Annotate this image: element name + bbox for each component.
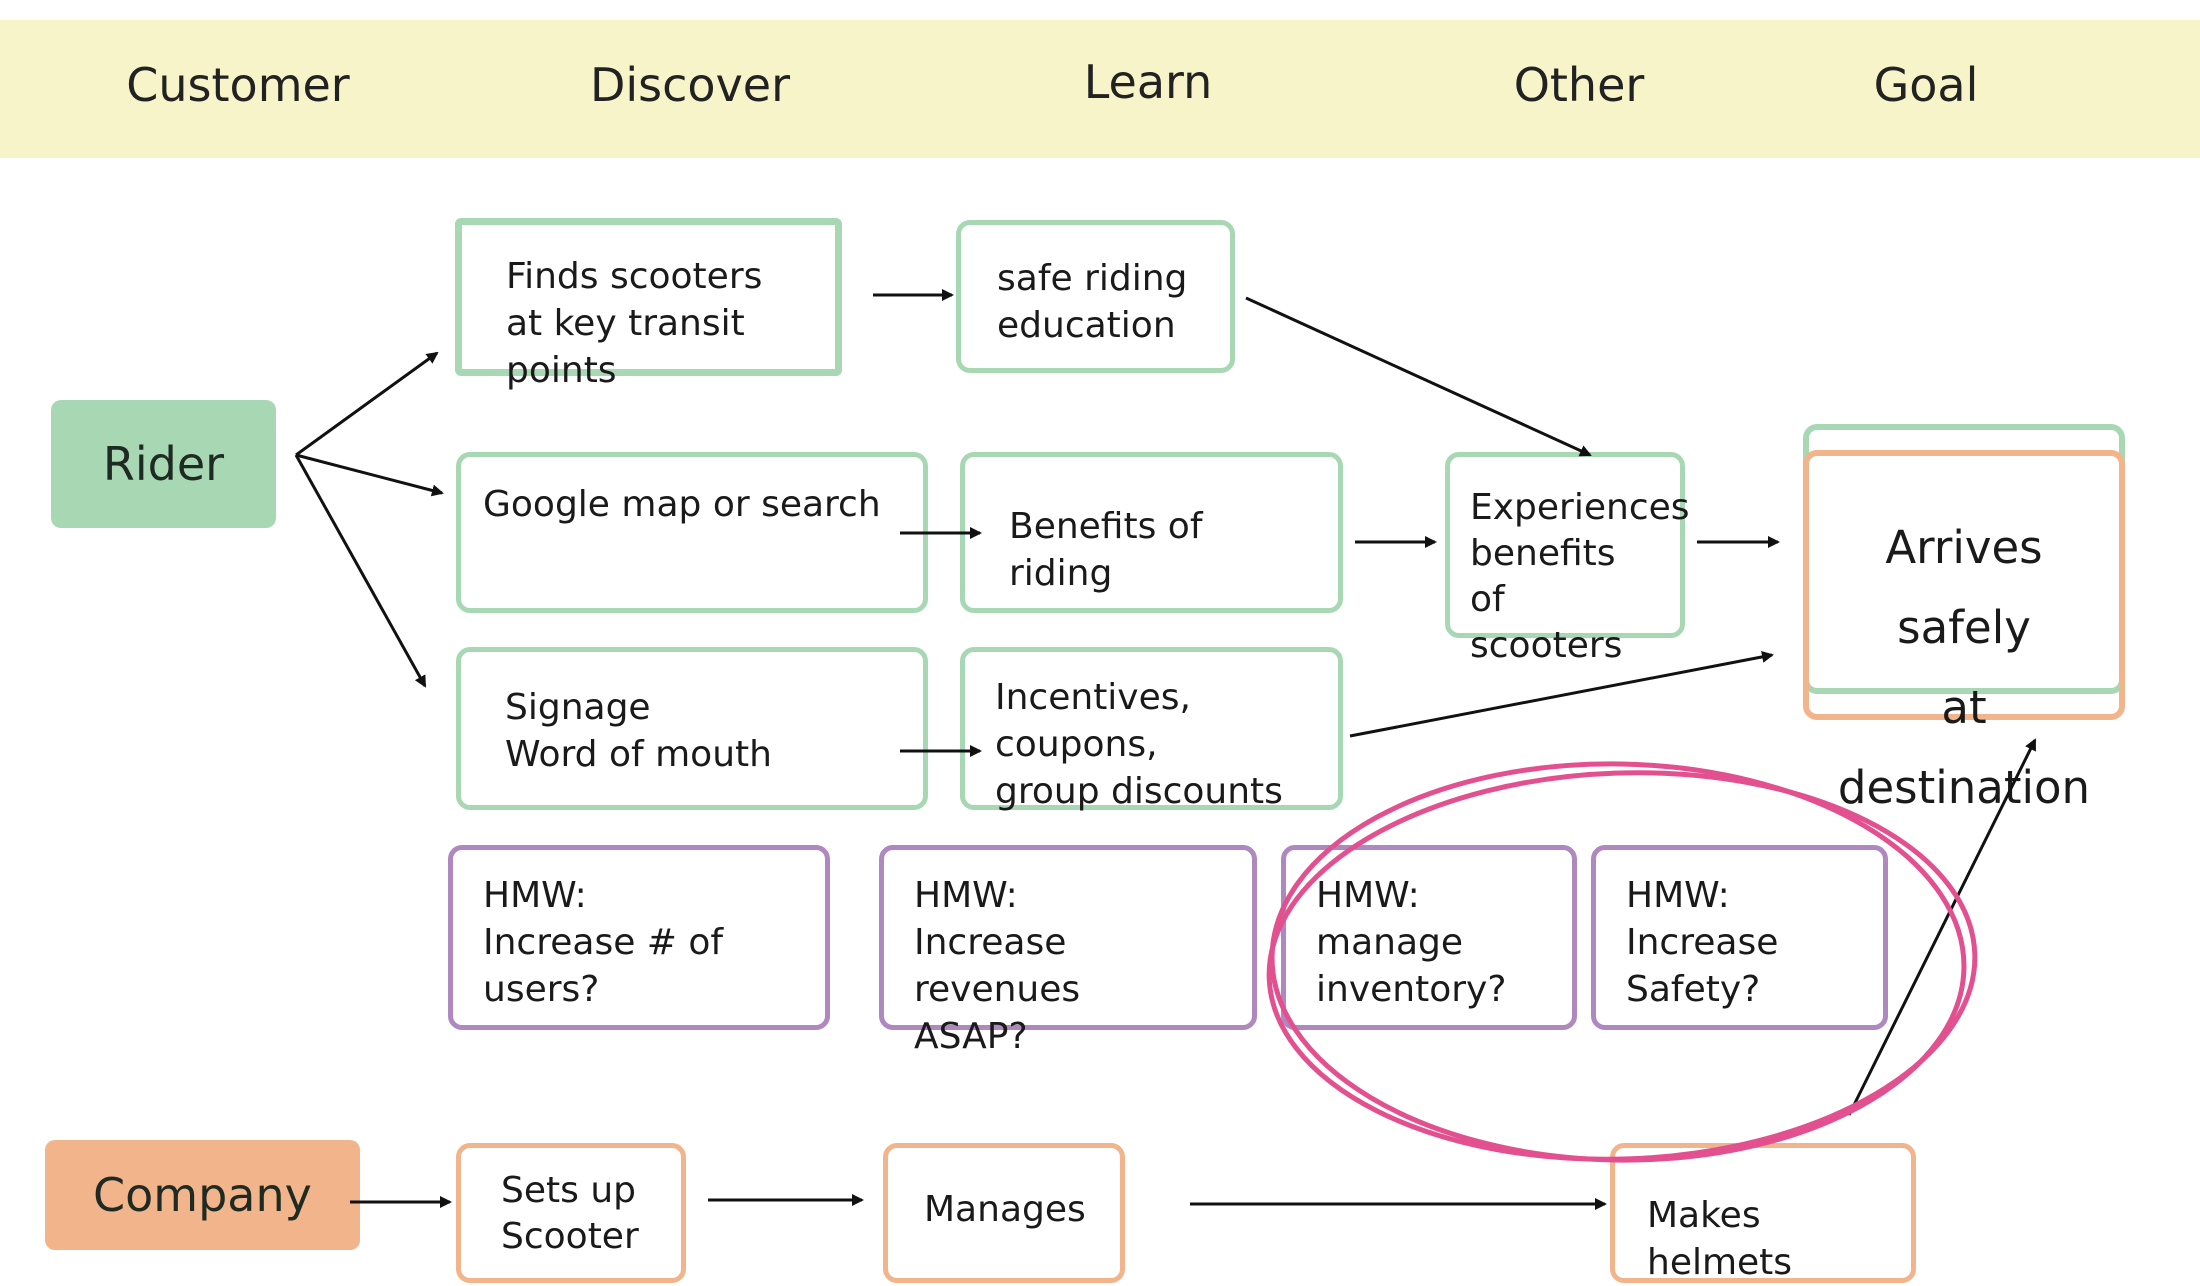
discover-box-search: Google map or search — [456, 452, 928, 613]
column-header-discover: Discover — [589, 58, 791, 112]
arrow-rider-to-transit — [295, 351, 439, 457]
learn-box-incentives: Incentives, coupons, group discounts — [960, 647, 1343, 812]
highlight-circle — [1266, 761, 1978, 1163]
hmw-box-users: HMW: Increase # of users? — [448, 845, 830, 1030]
actor-rider: Rider — [51, 400, 276, 528]
arrow-education-to-experiences — [1245, 296, 1592, 457]
column-header-learn: Learn — [1083, 55, 1213, 109]
connector-layer — [294, 289, 2037, 1210]
discover-box-signage: Signage Word of mouth — [456, 647, 928, 810]
other-box-experiences: Experiences benefits of scooters — [1445, 452, 1690, 666]
arrow-incentives-to-goal — [1349, 650, 1774, 738]
header-band — [0, 20, 2200, 158]
goal-box-arrives: Arrives safely at destination — [1803, 450, 2125, 814]
learn-box-education: safe riding education — [956, 220, 1235, 373]
column-header-other: Other — [1513, 58, 1645, 112]
learn-box-benefits: Benefits of riding — [960, 452, 1343, 613]
hmw-box-revenues: HMW: Increase revenues ASAP? — [879, 845, 1257, 1057]
arrow-helmets-to-goal — [1847, 738, 2037, 1116]
arrow-rider-to-search — [295, 453, 444, 497]
hmw-box-safety: HMW: Increase Safety? — [1591, 845, 1888, 1030]
arrow-rider-to-signage — [294, 454, 427, 688]
hmw-box-inventory: HMW: manage inventory? — [1281, 845, 1577, 1030]
column-header-goal: Goal — [1873, 58, 1979, 112]
discover-box-transit: Finds scooters at key transit points — [455, 218, 842, 391]
column-header-customer: Customer — [126, 58, 350, 112]
actor-company: Company — [45, 1140, 360, 1250]
